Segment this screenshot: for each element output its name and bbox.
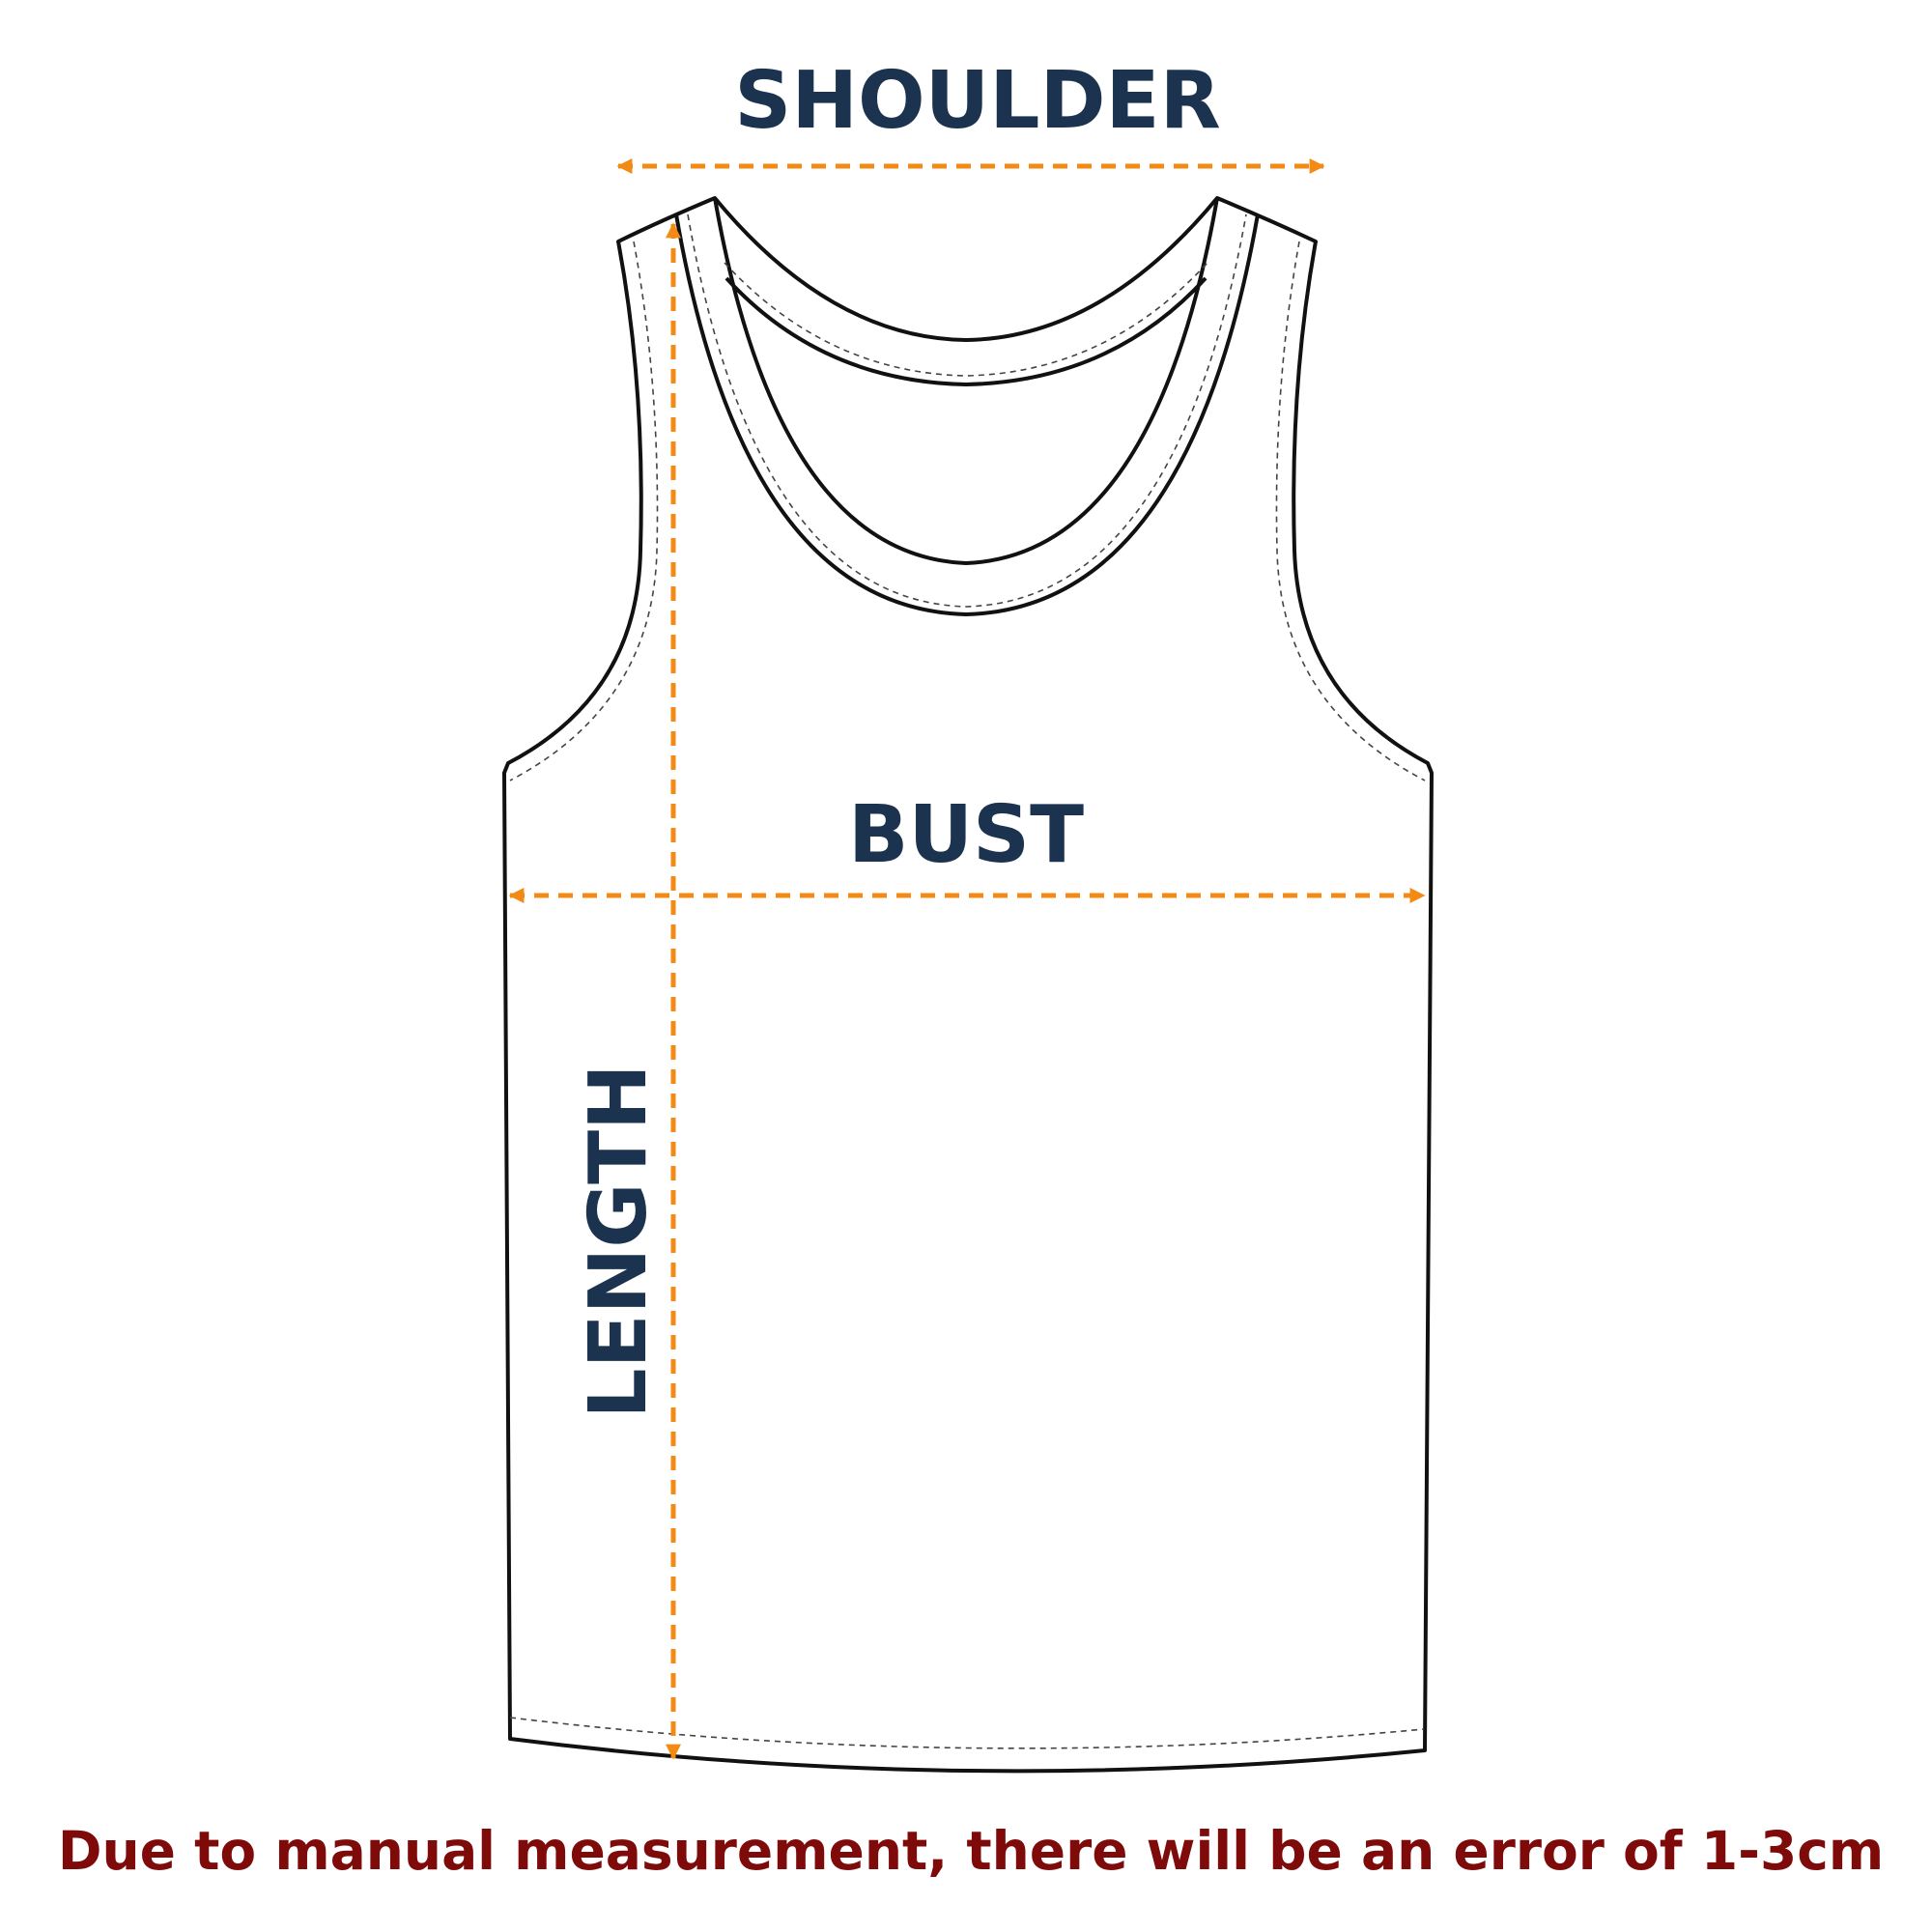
bust-label: BUST <box>848 789 1084 881</box>
measurement-error-note: Due to manual measurement, there will be… <box>58 1820 1884 1882</box>
stitching-lines <box>509 213 1426 1749</box>
front-neckline-outer <box>674 213 1260 617</box>
stitch-back-neckline <box>724 262 1208 377</box>
stitch-hem <box>509 1717 1425 1749</box>
stitch-left-armhole <box>509 241 659 781</box>
shoulder-label: SHOULDER <box>734 55 1220 147</box>
back-neckline-inner <box>724 276 1208 387</box>
measurement-arrows <box>508 157 1426 1760</box>
stitch-front-neckline <box>687 213 1247 608</box>
tank-top-body <box>502 196 1434 1774</box>
tank-top-outline <box>502 196 1434 1774</box>
stitch-right-armhole <box>1275 241 1426 781</box>
front-neckline-inner <box>713 197 1219 566</box>
length-label: LENGTH <box>573 1064 665 1418</box>
